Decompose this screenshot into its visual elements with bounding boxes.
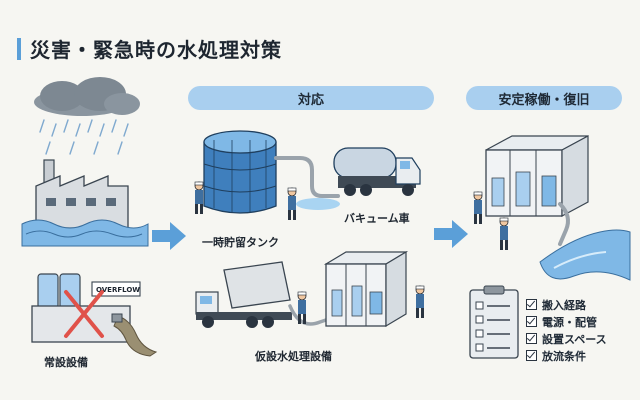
recovery-checklist: 搬入経路 電源・配管 設置スペース 放流条件: [526, 296, 607, 364]
worker-icon: [473, 191, 483, 224]
label-temporary-tank: 一時貯留タンク: [202, 236, 279, 249]
worker-icon: [499, 217, 509, 250]
temporary-storage-tank-icon: [203, 130, 277, 214]
hose-pipe-icon: [274, 156, 340, 198]
clipboard-icon: [469, 285, 519, 359]
checkbox-checked-icon: [526, 333, 537, 344]
rain-icon: [39, 119, 129, 155]
checklist-item: 搬入経路: [526, 296, 607, 313]
flood-water-icon: [21, 219, 149, 247]
vacuum-truck-icon: [333, 147, 421, 196]
water-puddle-icon: [296, 198, 340, 210]
stage-respond-header: 対応: [188, 86, 434, 110]
polluted-discharge-icon: [111, 313, 158, 357]
failure-x-icon: [64, 290, 104, 338]
label-temporary-facility: 仮設水処理設備: [255, 350, 332, 363]
checklist-item: 放流条件: [526, 347, 607, 364]
delivery-truck-icon: [195, 261, 292, 328]
checklist-item: 電源・配管: [526, 313, 607, 330]
title-accent-bar: [17, 38, 21, 60]
checkbox-checked-icon: [526, 350, 537, 361]
worker-icon: [297, 291, 307, 324]
checkbox-checked-icon: [526, 316, 537, 327]
stable-treatment-plant-icon: [485, 134, 589, 218]
checklist-item-label: 搬入経路: [542, 298, 586, 312]
checklist-item-label: 設置スペース: [542, 332, 607, 346]
checkbox-checked-icon: [526, 299, 537, 310]
factory-icon: [35, 159, 129, 229]
checklist-item-label: 電源・配管: [542, 315, 597, 329]
stage-recover-header: 安定稼働・復旧: [466, 86, 622, 110]
worker-icon: [415, 285, 425, 318]
hose-pipe-icon: [558, 202, 570, 246]
temporary-treatment-plant-icon: [323, 250, 409, 328]
worker-icon: [194, 181, 204, 214]
page-title: 災害・緊急時の水処理対策: [30, 38, 282, 62]
overflow-sign-text: OVERFLOW: [96, 286, 140, 294]
checklist-item: 設置スペース: [526, 330, 607, 347]
label-vacuum-truck: バキューム車: [344, 212, 410, 225]
flow-arrow-icon: [152, 222, 186, 250]
flow-arrow-icon: [434, 220, 468, 248]
worker-icon: [287, 187, 297, 220]
checklist-item-label: 放流条件: [542, 349, 586, 363]
label-normal-facility: 常設設備: [44, 356, 88, 369]
storm-cloud-icon: [34, 77, 140, 116]
river-icon: [539, 229, 631, 281]
